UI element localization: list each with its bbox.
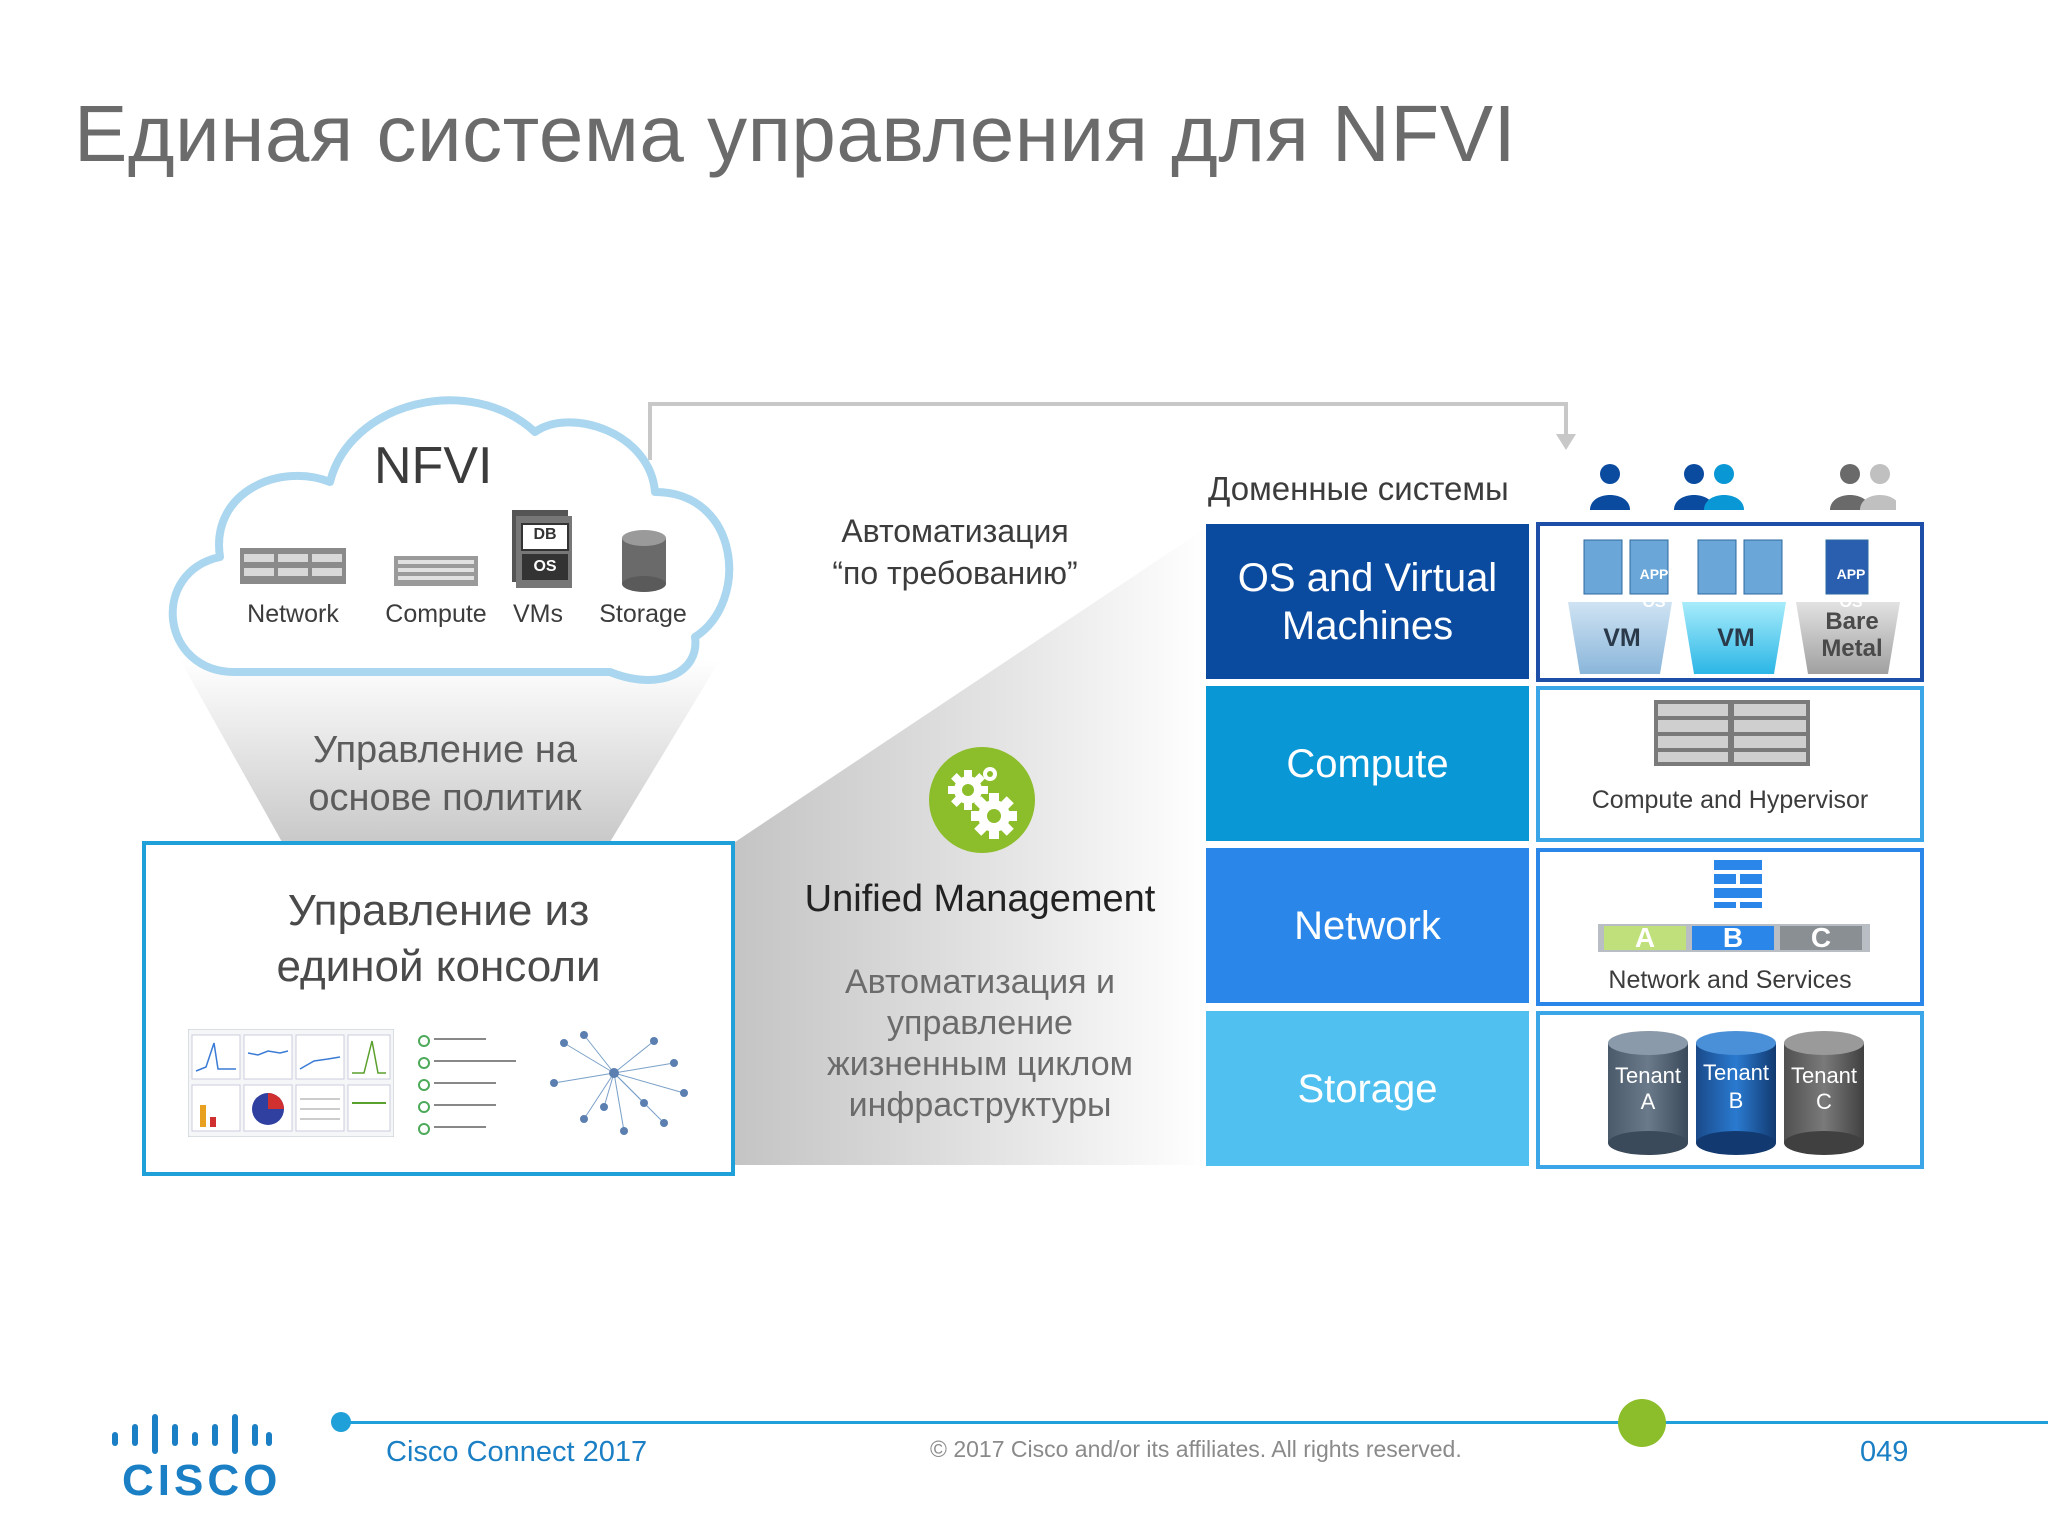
domain-network: Network xyxy=(1206,848,1529,1003)
policy-funnel xyxy=(180,660,720,842)
nfvi-vms-label: VMs xyxy=(513,600,563,628)
gears-icon xyxy=(929,747,1035,853)
bare-metal-label: Bare Metal xyxy=(1821,608,1883,662)
nfvi-cloud xyxy=(168,396,734,684)
nfvi-storage-label: Storage xyxy=(599,600,687,628)
vm-db-label: DB xyxy=(533,526,557,543)
policy-management-text: Управление на основе политик xyxy=(308,729,582,819)
footer-dot xyxy=(331,1412,351,1432)
dashboard-thumbnail xyxy=(188,1029,394,1137)
segment-a: A xyxy=(1634,922,1656,953)
users-icon-group xyxy=(1590,464,1896,510)
connector-line-right xyxy=(1564,402,1568,436)
baremetal-app-chip: APP xyxy=(1836,566,1866,582)
page-number: 049 xyxy=(1860,1436,1909,1468)
network-segment-bar xyxy=(1598,924,1870,952)
connector-line xyxy=(648,402,1568,406)
slide-title: Единая система управления для NFVI xyxy=(74,89,1517,178)
cisco-logo-icon xyxy=(112,1414,272,1454)
compute-panel: Compute and Hypervisor xyxy=(1536,686,1924,842)
connector-arrow-icon xyxy=(1556,434,1576,450)
network-switch-icon xyxy=(240,548,346,584)
policy-list-thumbnail xyxy=(418,1035,516,1135)
domain-systems-title: Доменные системы xyxy=(1208,470,1509,507)
vm1-os-chip: OS xyxy=(1642,594,1666,611)
vm-os-label: OS xyxy=(533,558,557,575)
tenant-storage-icons xyxy=(1608,1031,1864,1155)
compute-server-icon xyxy=(394,556,478,586)
unified-management-title: Unified Management xyxy=(804,878,1156,920)
os-vm-panel: APP OS APP OS VM VM Bare Metal xyxy=(1536,522,1924,682)
blade-server-icon xyxy=(1654,700,1810,766)
footer-line xyxy=(340,1421,2048,1424)
compute-caption: Compute and Hypervisor xyxy=(1591,786,1869,814)
domain-storage: Storage xyxy=(1206,1011,1529,1166)
nfvi-label: NFVI xyxy=(374,437,493,495)
topology-thumbnail xyxy=(550,1031,688,1135)
nfvi-network-label: Network xyxy=(247,600,339,628)
vm-diagram xyxy=(1568,539,1900,674)
footer-event: Cisco Connect 2017 xyxy=(386,1436,648,1468)
footer-progress-marker xyxy=(1618,1399,1666,1447)
segment-c: C xyxy=(1810,922,1832,953)
domain-compute: Compute xyxy=(1206,686,1529,841)
single-console-text: Управление из единой консоли xyxy=(276,886,601,991)
firewall-icon xyxy=(1714,860,1762,908)
connector-line-left xyxy=(648,402,652,460)
network-panel: A B C Network and Services xyxy=(1536,848,1924,1006)
vm1-label: VM xyxy=(1603,624,1641,652)
network-caption: Network and Services xyxy=(1608,966,1852,994)
footer-copyright: © 2017 Cisco and/or its affiliates. All … xyxy=(930,1436,1462,1462)
unified-management-description: Автоматизация и управление жизненным цик… xyxy=(826,963,1134,1124)
vm1-app-chip: APP xyxy=(1639,566,1669,582)
storage-cylinder-icon xyxy=(622,530,666,592)
cisco-logo-text: CISCO xyxy=(122,1456,282,1505)
automation-on-demand-text: Автоматизация “по требованию” xyxy=(832,513,1078,591)
baremetal-os-chip: OS xyxy=(1839,594,1863,611)
segment-b: B xyxy=(1722,922,1744,953)
vm2-label: VM xyxy=(1717,624,1755,652)
nfvi-compute-label: Compute xyxy=(385,600,487,628)
single-console-box: Управление из единой консоли xyxy=(142,841,735,1176)
vm-stack-icon xyxy=(512,510,572,588)
